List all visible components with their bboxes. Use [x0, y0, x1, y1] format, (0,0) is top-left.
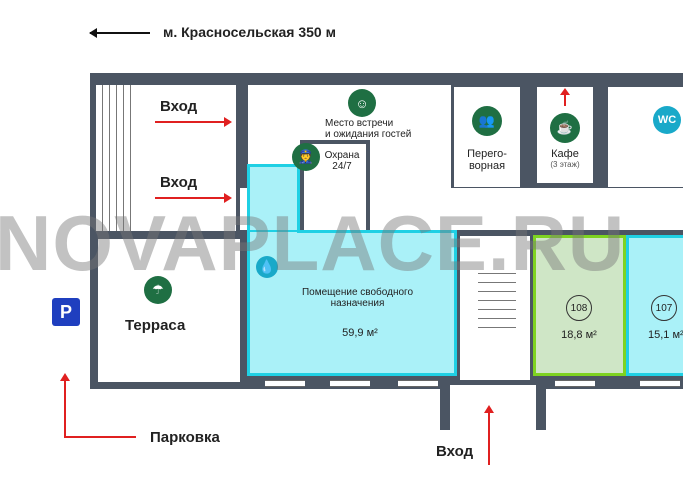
meeting-area-label: Место встречи и ожидания гостей — [325, 118, 412, 140]
entrance-label-2: Вход — [160, 174, 198, 191]
parking-route-icon — [60, 373, 70, 438]
room-108-area: 18,8 м² — [561, 329, 597, 341]
entrance-arrow-2-icon — [155, 193, 232, 203]
bottom-entrance-label: Вход — [436, 443, 474, 460]
terrace-label: Терраса — [125, 317, 186, 334]
free-room[interactable] — [247, 230, 457, 376]
stairwell-stairs — [478, 265, 516, 335]
negotiation-label: Перего- ворная — [467, 148, 507, 173]
parking-label: Парковка — [150, 429, 220, 446]
security-icon: 👮 — [292, 143, 320, 171]
free-room-area: 59,9 м² — [342, 327, 378, 339]
wc-room — [608, 87, 683, 187]
coffee-icon: ☕ — [550, 113, 580, 143]
room-107-number: 107 — [651, 295, 677, 321]
metro-arrow-icon — [89, 28, 150, 38]
entrance-label-1: Вход — [160, 98, 198, 115]
negotiation-room — [454, 87, 520, 187]
wc-icon: WC — [653, 106, 681, 134]
cafe-label: Кафе — [551, 148, 579, 160]
meeting-icon: ☺ — [348, 89, 376, 117]
negotiation-icon: 👥 — [472, 106, 502, 136]
parking-badge: P — [52, 298, 80, 326]
bottom-entrance-arrow-icon — [484, 405, 494, 465]
water-drop-icon: 💧 — [256, 256, 278, 278]
free-room-title: Помещение свободного назначения — [301, 287, 414, 309]
terrace-room — [98, 239, 240, 382]
metro-label: м. Красносельская 350 м — [163, 24, 336, 40]
room-107-area: 15,1 м² — [648, 329, 683, 341]
watermark: NOVAPLACE.RU — [0, 199, 626, 287]
entrance-stairs — [96, 85, 136, 231]
room-108-number: 108 — [566, 295, 592, 321]
cafe-floor-label: (3 этаж) — [550, 160, 580, 169]
terrace-icon: ☂ — [144, 276, 172, 304]
security-label: Охрана 24/7 — [324, 150, 360, 172]
cafe-up-arrow-icon — [560, 88, 570, 106]
entrance-arrow-1-icon — [155, 117, 232, 127]
